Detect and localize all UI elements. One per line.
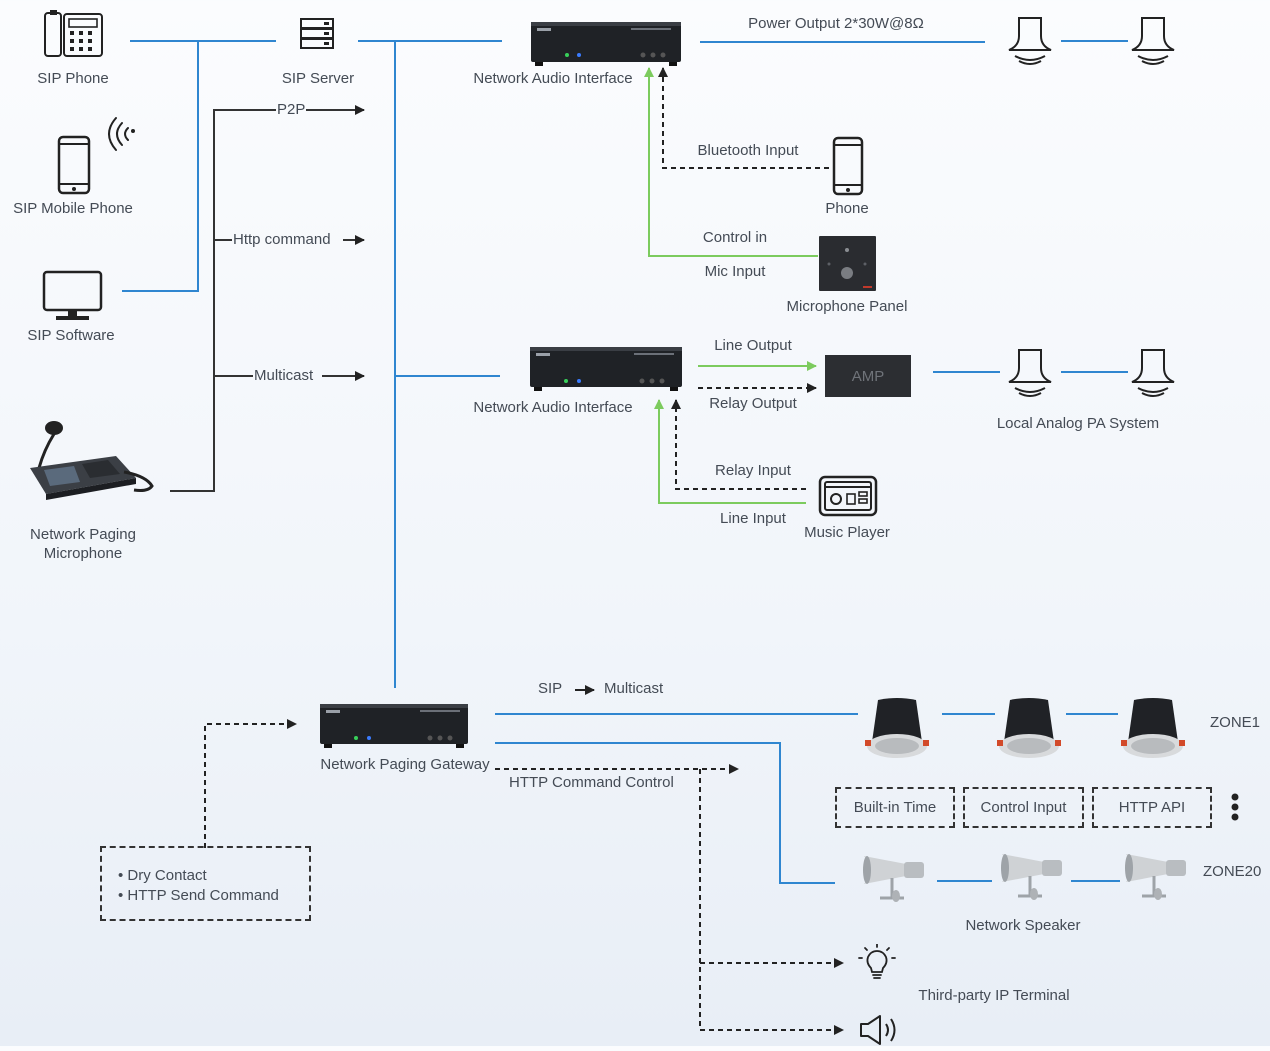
server-icon [300, 18, 334, 55]
local-analog-pa-system-label: Local Analog PA System [996, 415, 1160, 432]
horn-speaker-1 [862, 848, 928, 913]
sip-multicast-label: Multicast [604, 680, 664, 697]
zone1-label: ZONE1 [1210, 714, 1261, 731]
trigger-item: • HTTP Send Command [118, 887, 279, 904]
music-player-label: Music Player [804, 524, 890, 541]
relay-input-label: Relay Input [715, 462, 791, 479]
line-output-label: Line Output [714, 337, 792, 354]
network-ceiling-speaker-1 [864, 696, 930, 771]
network-audio-interface-2-label: Network Audio Interface [473, 399, 633, 416]
amp-label: AMP [851, 367, 885, 385]
mic-input-label: Mic Input [704, 263, 766, 280]
phone-label: Phone [825, 200, 869, 217]
sip-software-label: SIP Software [27, 327, 115, 344]
speaker-volume-icon [858, 1014, 904, 1051]
http-command-label: Http command [233, 231, 331, 248]
network-ceiling-speaker-3 [1120, 696, 1186, 771]
p2p-label: P2P [277, 101, 306, 118]
sip-mobile-phone-label: SIP Mobile Phone [13, 200, 133, 217]
http-api-tag: HTTP API [1092, 787, 1212, 828]
monitor-icon [42, 270, 104, 327]
power-output-label: Power Output 2*30W@8Ω [748, 15, 924, 32]
microphone-panel-label: Microphone Panel [786, 298, 908, 315]
control-in-label: Control in [702, 229, 768, 246]
trigger-list: • Dry Contact • HTTP Send Command [118, 866, 279, 906]
phone-icon [832, 136, 864, 201]
network-audio-interface-device-2 [530, 347, 682, 396]
multicast-label: Multicast [254, 367, 314, 384]
built-in-time-tag: Built-in Time [835, 787, 955, 828]
third-party-ip-terminal-label: Third-party IP Terminal [918, 987, 1070, 1004]
network-paging-microphone-label: Network Paging Microphone [30, 526, 136, 562]
ceiling-speaker-icon-2 [1130, 16, 1176, 73]
network-speaker-label: Network Speaker [965, 917, 1081, 934]
line-input-label: Line Input [720, 510, 786, 527]
bluetooth-input-label: Bluetooth Input [697, 142, 799, 159]
http-command-control-label: HTTP Command Control [509, 774, 674, 791]
trigger-box: • Dry Contact • HTTP Send Command [100, 846, 311, 921]
paging-microphone-icon [24, 420, 158, 505]
network-paging-gateway-device [320, 704, 468, 753]
sip-label: SIP [538, 680, 563, 697]
mobile-phone-icon [57, 135, 93, 200]
network-audio-interface-1-label: Network Audio Interface [473, 70, 633, 87]
amp-device: AMP [825, 355, 911, 397]
sip-phone-label: SIP Phone [37, 70, 109, 87]
network-audio-interface-device-1 [531, 22, 681, 71]
wireless-signal-icon [106, 116, 136, 157]
music-player-icon [818, 475, 878, 524]
microphone-panel-icon [819, 236, 877, 297]
light-bulb-icon [858, 943, 896, 987]
relay-output-label: Relay Output [709, 395, 797, 412]
zone20-label: ZONE20 [1203, 863, 1262, 880]
ceiling-speaker-icon-4 [1130, 348, 1176, 405]
network-paging-gateway-label: Network Paging Gateway [320, 756, 490, 773]
horn-speaker-3 [1124, 846, 1190, 911]
horn-speaker-2 [1000, 846, 1066, 911]
ceiling-speaker-icon-1 [1007, 16, 1053, 73]
sip-phone-icon [44, 10, 104, 63]
sip-server-label: SIP Server [281, 70, 355, 87]
trigger-item: • Dry Contact [118, 867, 207, 884]
ceiling-speaker-icon-3 [1007, 348, 1053, 405]
more-vertical-icon [1229, 793, 1241, 828]
network-ceiling-speaker-2 [996, 696, 1062, 771]
control-input-tag: Control Input [963, 787, 1084, 828]
